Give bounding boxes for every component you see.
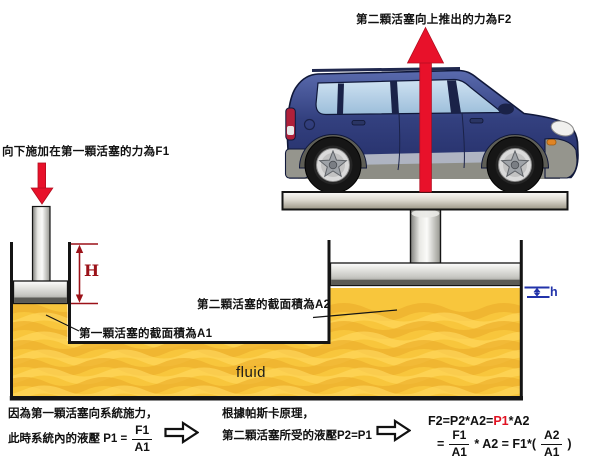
step3-line2: = F1 A1 * A2 = F1*( A2 A1 )	[437, 428, 572, 460]
car-door-handle-rear	[351, 120, 366, 126]
step3-fraction2-denominator: A1	[544, 444, 560, 459]
a2-area-label: 第二顆活塞的截面積為A2	[197, 299, 331, 311]
a1-leader-line	[45, 314, 80, 332]
big-piston-head-shadow	[331, 279, 520, 285]
car-front-bumper	[544, 138, 578, 179]
step3-fraction-1: F1 A1	[449, 428, 470, 460]
f2-force-arrow-icon	[406, 26, 445, 193]
car-taillight-reflector	[287, 126, 294, 135]
dimension-H-icon	[71, 243, 98, 305]
dimension-h-icon	[524, 286, 550, 298]
small-piston-head-shadow	[14, 297, 67, 303]
f1-force-label: 向下施加在第一顆活塞的力為F1	[2, 146, 170, 158]
car-pillar-c	[447, 80, 461, 113]
car-illustration	[284, 67, 579, 194]
car-roof-rail	[311, 67, 461, 72]
step3-fraction1-denominator: A1	[451, 444, 467, 459]
f2-force-label: 第二顆活塞向上推出的力為F2	[356, 14, 512, 26]
dimension-h-label: h	[550, 285, 558, 299]
car-mirror	[498, 103, 514, 115]
step3-line1-highlight: P1	[493, 414, 509, 428]
step1-fraction: F1 A1	[132, 423, 153, 455]
step3-line2-close: )	[567, 437, 572, 452]
step3-line2-eq: =	[437, 437, 445, 452]
lift-platform	[281, 191, 569, 211]
f1-force-arrow-icon	[30, 162, 54, 205]
step2-line2: 第二顆活塞所受的液壓P2=P1	[222, 430, 372, 442]
car-door-handle-front	[469, 118, 484, 124]
step3-fraction-2: A2 A1	[541, 428, 563, 460]
step-arrow-2-icon	[376, 419, 411, 442]
car-headlight	[550, 120, 575, 137]
column-top-highlight	[411, 209, 440, 218]
a1-area-label: 第一顆活塞的截面積為A1	[79, 328, 213, 340]
step1-line2-prefix: 此時系統內的液壓 P1 =	[8, 432, 128, 445]
a2-leader-line	[312, 309, 398, 319]
car-door-seam-2	[461, 112, 465, 169]
step1-fraction-numerator: F1	[132, 423, 153, 440]
step3-fraction1-numerator: F1	[449, 428, 470, 445]
car-door-seam-1	[397, 113, 401, 171]
car-fuel-cap	[303, 118, 316, 131]
car-front-wheel	[480, 134, 550, 194]
step3-line1-part2: *A2	[508, 414, 530, 428]
step3-line1-part1: F2=P2*A2=	[428, 414, 494, 428]
step1-fraction-denominator: A1	[134, 439, 150, 454]
car-taillight	[285, 107, 296, 141]
car-pillar-rear	[337, 83, 344, 114]
step-arrow-1-icon	[164, 421, 199, 444]
car-pillar-b	[390, 81, 399, 114]
step1-line2: 此時系統內的液壓 P1 = F1 A1	[8, 423, 154, 455]
dimension-H-label: H	[84, 261, 100, 280]
fluid-label: fluid	[236, 364, 267, 381]
car-side-marker	[546, 139, 557, 146]
step3-line1: F2=P2*A2=P1*A2	[428, 413, 529, 429]
small-piston	[12, 205, 69, 305]
step1-line1: 因為第一顆活塞向系統施力，	[8, 408, 158, 420]
small-piston-rod	[31, 205, 51, 283]
step3-line2-mid: * A2 = F1*(	[474, 437, 537, 452]
step2-line1: 根據帕斯卡原理，	[222, 408, 314, 420]
big-piston	[329, 205, 522, 287]
car-rear-wheel	[298, 134, 368, 194]
step3-fraction2-numerator: A2	[541, 428, 563, 445]
